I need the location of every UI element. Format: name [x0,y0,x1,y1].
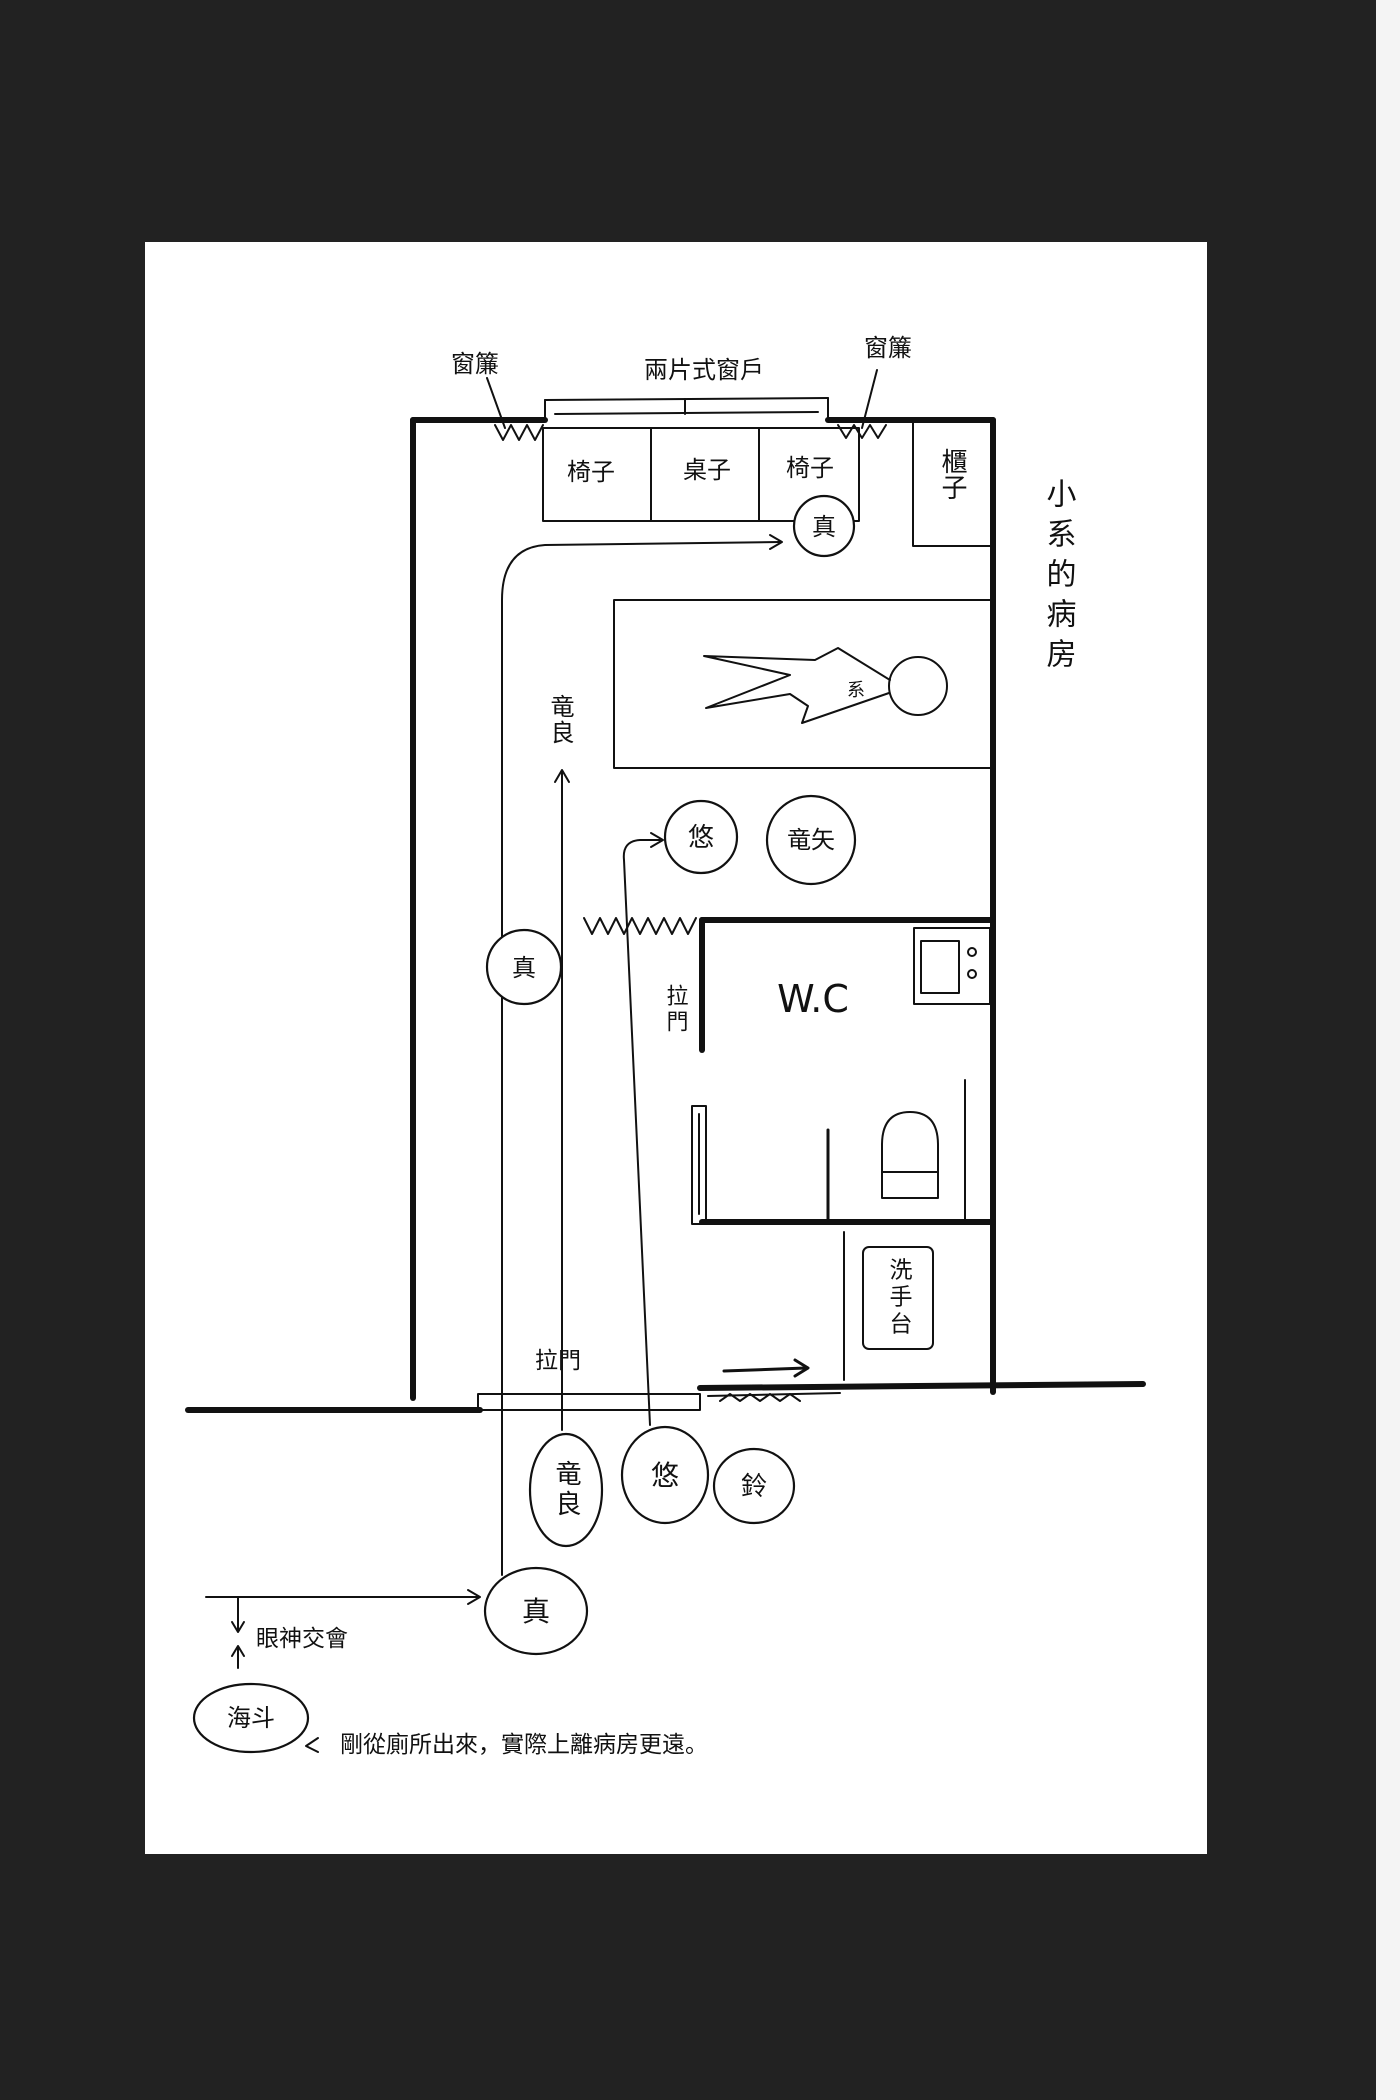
person-suzu: 鈴 [741,1472,767,1502]
wc-block [691,917,996,1225]
bed [613,599,995,769]
label-title: 小系的病房 [1041,478,1077,678]
label-sliding-door-wc: 拉門 [663,984,689,1036]
label-eye-contact: 眼神交會 [256,1626,348,1652]
label-cabinet: 櫃子 [937,448,967,500]
curtain-right-pointer [861,369,878,429]
label-window: 兩片式窗戶 [644,356,764,384]
person-kaito: 海斗 [227,1704,275,1732]
furniture-row [542,421,992,547]
person-douya: 竜矢 [787,826,835,854]
person-makoto-hall: 真 [522,1595,550,1628]
person-douryou-room: 竜良 [546,694,574,746]
label-chair-right: 椅子 [786,454,834,482]
movement-paths [205,534,783,1753]
person-douryou-hall: 竜良 [551,1460,581,1520]
labels: 窗簾 窗簾 兩片式窗戶 椅子 桌子 椅子 櫃子 小系的病房 系 拉門 W.C 洗… [227,334,1077,1758]
person-makoto-room: 真 [512,954,536,982]
label-desk: 桌子 [683,456,731,484]
entrance-door [477,1358,841,1411]
person-circles [192,494,857,1754]
label-curtain-right: 窗簾 [864,334,912,362]
wc-door-accordion [583,917,697,935]
page-edge [1376,0,1400,2100]
label-sink: 洗手台 [885,1258,913,1339]
person-yuu-room: 悠 [688,823,714,853]
room-walls [185,417,1146,1413]
curtain-left [494,424,544,441]
curtain-right [837,424,887,439]
paper-sheet [145,242,1207,1854]
patient-figure [703,647,948,724]
label-sliding-door-entrance: 拉門 [535,1348,581,1374]
label-patient: 系 [847,680,865,701]
person-yuu-hall: 悠 [651,1459,679,1492]
window [544,397,829,421]
sink [843,1231,934,1381]
label-wc: W.C [777,977,849,1021]
person-makoto-window: 真 [812,513,836,541]
curtain-left-pointer [486,377,506,429]
label-curtain-left: 窗簾 [451,350,499,378]
label-chair-left: 椅子 [567,458,615,486]
label-note: 剛從廁所出來，實際上離病房更遠。 [340,1732,708,1758]
